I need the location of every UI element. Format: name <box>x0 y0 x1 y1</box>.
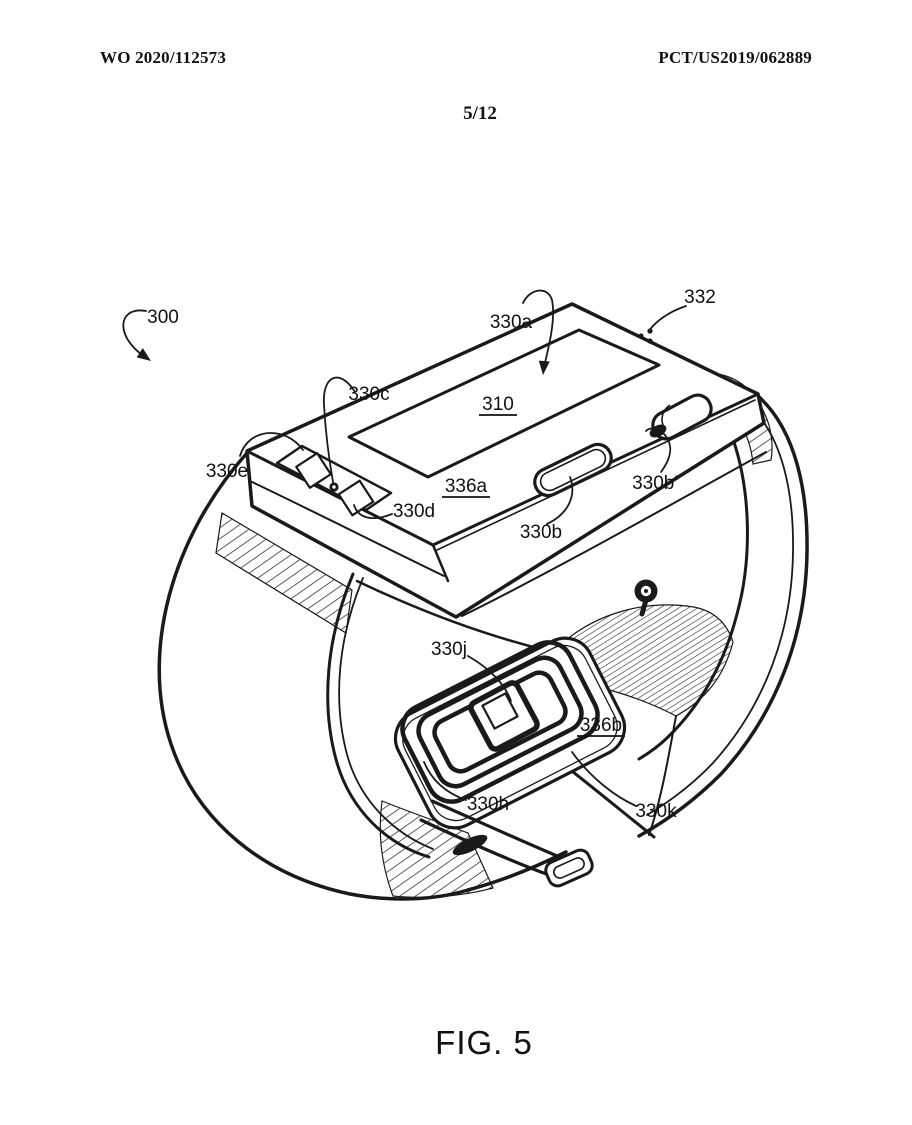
label-330j: 330j <box>431 639 467 660</box>
label-330h: 330h <box>467 794 509 815</box>
label-300: 300 <box>147 307 179 328</box>
label-310: 310 <box>482 394 514 415</box>
figure-caption: FIG. 5 <box>435 1024 533 1062</box>
label-330b-prime: 330b′ <box>632 473 678 494</box>
arrowhead-300 <box>137 348 151 361</box>
leader-332 <box>649 306 686 331</box>
label-332: 332 <box>684 287 716 308</box>
label-330d: 330d <box>393 501 435 522</box>
label-330a: 330a <box>490 312 533 333</box>
label-330e: 330e <box>206 461 248 482</box>
label-330c: 330c <box>348 384 389 405</box>
label-336b: 336b <box>580 715 622 736</box>
label-336a: 336a <box>445 476 488 497</box>
label-330k: 330k <box>635 801 677 822</box>
label-330b: 330b <box>520 522 562 543</box>
